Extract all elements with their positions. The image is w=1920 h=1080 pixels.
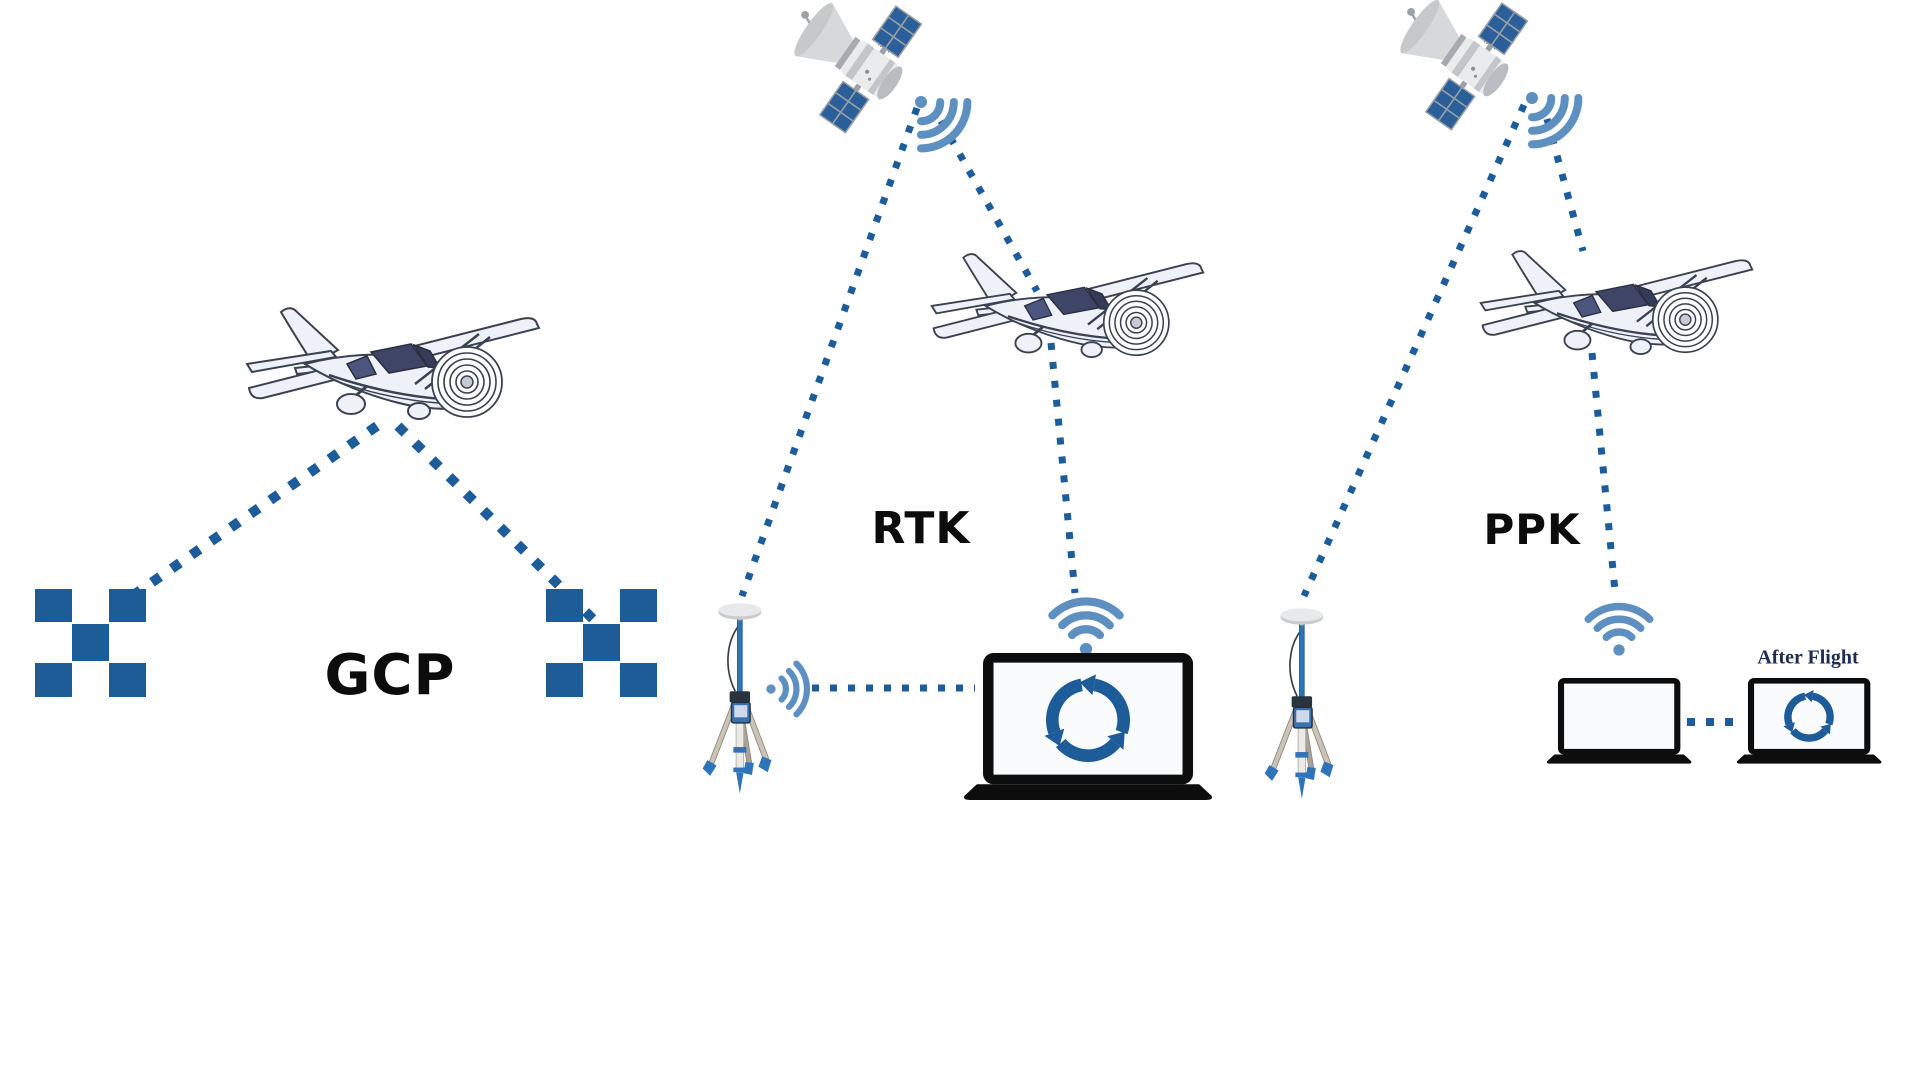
- rtk-section-label: RTK: [871, 503, 971, 554]
- rtk-link-plane-to-laptop: [1047, 342, 1079, 594]
- gcp-link-plane-to-left-marker: [99, 421, 380, 622]
- ppk-link-plane-to-laptop: [1588, 352, 1619, 592]
- rtk-base-signal-icon: [766, 664, 807, 715]
- rtk-satellite-icon: [758, 0, 935, 143]
- after-flight-label: After Flight: [1757, 646, 1859, 669]
- ppk-satellite-icon: [1364, 0, 1541, 140]
- ppk-base-station-icon: [1263, 607, 1335, 800]
- rtk-laptop-icon: [963, 653, 1213, 800]
- rtk-laptop-signal-icon: [1052, 601, 1119, 655]
- gcp-section-label: GCP: [324, 643, 456, 708]
- rtk-airplane-icon: [930, 252, 1205, 359]
- ppk-airplane-icon: [1479, 249, 1754, 356]
- ppk-laptop-signal-icon: [1588, 607, 1650, 656]
- gcp-marker-left-icon: [35, 589, 146, 697]
- rtk-base-station-icon: [701, 602, 773, 795]
- ppk-office-laptop-icon: [1736, 678, 1882, 764]
- rtk-link-satellite-to-plane: [937, 119, 1041, 293]
- gcp-airplane-icon: [245, 306, 541, 421]
- ppk-satellite-signal-icon: [1505, 71, 1588, 154]
- ppk-link-satellite-to-base: [1300, 103, 1528, 598]
- ppk-section-label: PPK: [1483, 505, 1581, 554]
- ppk-field-laptop-icon: [1546, 678, 1692, 764]
- gcp-marker-right-icon: [546, 589, 657, 697]
